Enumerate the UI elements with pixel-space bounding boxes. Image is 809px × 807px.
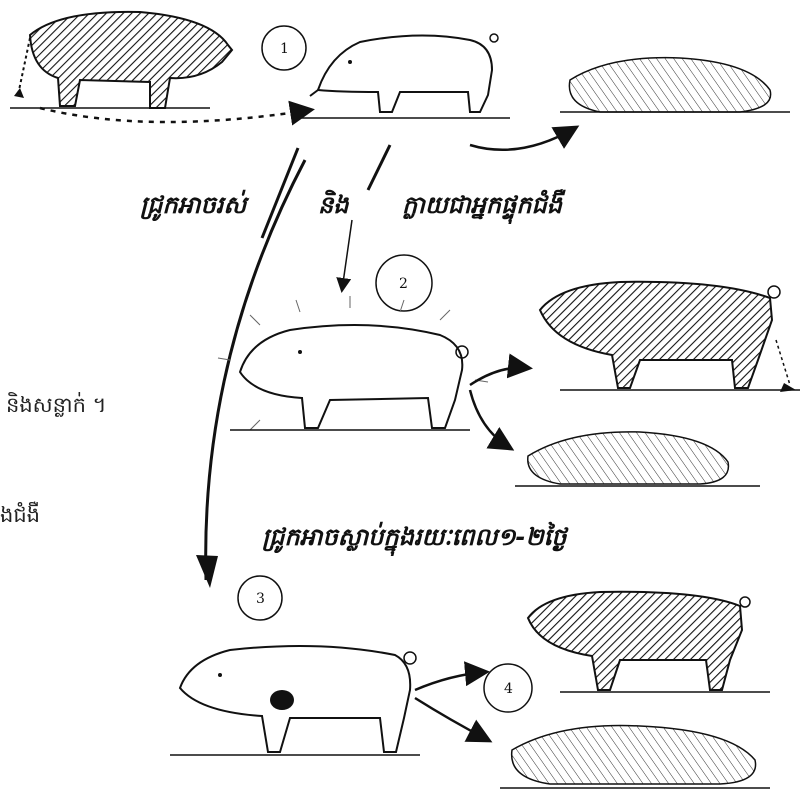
stage-number-4: 4 xyxy=(504,681,513,697)
dotted-arrow-1 xyxy=(40,108,310,122)
feverish-pig-center xyxy=(218,296,488,430)
lying-pig-middle-right xyxy=(515,432,760,486)
stage-number-3: 3 xyxy=(256,591,265,607)
caption-pig-can-live: ជ្រូកអាចរស់ xyxy=(140,190,246,225)
side-text-line-2: ងជំងឺ xyxy=(0,502,40,533)
spotted-pig-bottom-center xyxy=(170,646,420,755)
caption-and: និង xyxy=(318,190,348,225)
lying-pig-bottom-right xyxy=(500,726,770,789)
outline-pig-top-center xyxy=(300,34,510,118)
caption-become-carrier: ក្លាយជាអ្នកផ្ទុកជំងឺ xyxy=(402,190,562,225)
caption-pig-can-die: ជ្រូកអាចស្លាប់ក្នុងរយៈពេល១-២ថ្ងៃ xyxy=(262,522,567,557)
stage-number-1: 1 xyxy=(280,41,289,57)
dark-pig-middle-right xyxy=(540,282,800,392)
stage-number-2: 2 xyxy=(399,276,408,292)
lying-pig-top-right xyxy=(560,58,790,112)
dark-pig-top-left xyxy=(10,12,232,108)
dark-pig-bottom-right xyxy=(528,592,770,692)
side-text-line-1: និងសន្លាក់ ។ xyxy=(6,392,107,423)
arrow-to-lying-pig-1 xyxy=(470,128,575,150)
